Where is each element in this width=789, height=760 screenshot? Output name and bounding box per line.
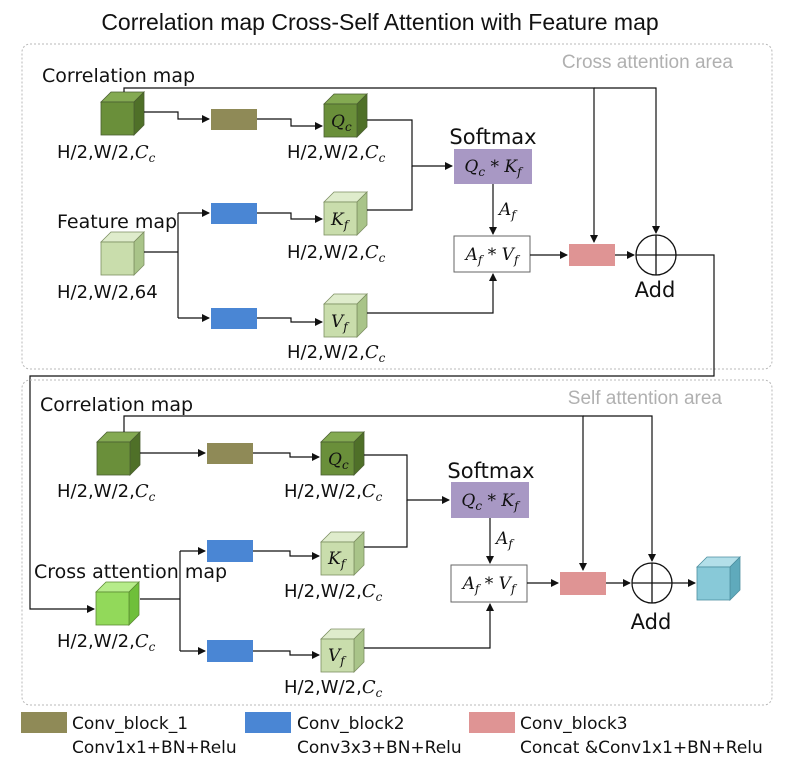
output-cube xyxy=(696,556,741,601)
self-conv-block-2-v xyxy=(207,640,253,662)
self-v-dim: H/2,W/2,Cc xyxy=(284,677,383,700)
self-softmax-box xyxy=(451,482,529,518)
self-area-border xyxy=(21,379,773,706)
self-a-label: Af xyxy=(494,529,515,551)
legend-desc-conv1: Conv1x1+BN+Relu xyxy=(72,738,237,758)
legend-swatch-conv1 xyxy=(21,712,67,733)
legend-swatch-conv2 xyxy=(245,712,291,733)
self-correlation-label: Correlation map xyxy=(40,394,193,416)
cross-feature-dim: H/2,W/2,64 xyxy=(57,282,158,303)
self-cross-label: Cross attention map xyxy=(34,561,227,583)
cross-v-dim: H/2,W/2,Cc xyxy=(287,342,386,365)
cross-softmax-expr: Qc * Kf xyxy=(464,157,524,179)
self-add-node xyxy=(631,562,673,604)
legend: Conv_block_1 Conv1x1+BN+Relu Conv_block2… xyxy=(21,712,763,758)
cross-add-label: Add xyxy=(635,278,676,302)
self-q-dim: H/2,W/2,Cc xyxy=(284,481,383,504)
cross-correlation-label: Correlation map xyxy=(42,65,195,87)
self-add-label: Add xyxy=(631,610,672,634)
cross-conv-block-1 xyxy=(211,109,257,130)
cross-area-label: Cross attention area xyxy=(562,52,734,73)
legend-desc-conv3: Concat &Conv1x1+BN+Relu xyxy=(520,738,763,758)
cross-attention-area: Cross attention area Correlation map Fea… xyxy=(21,43,773,613)
cross-q-cube xyxy=(323,93,368,138)
self-softmax-expr: Qc * Kf xyxy=(461,491,521,513)
cross-correlation-cube xyxy=(100,91,145,136)
self-conv-block-2-k xyxy=(207,540,253,562)
self-wires xyxy=(123,415,696,659)
self-cross-cube xyxy=(95,581,140,626)
cross-q-dim: H/2,W/2,Cc xyxy=(287,142,386,165)
self-k-cube xyxy=(320,531,365,576)
cross-feature-cube xyxy=(100,231,145,276)
self-q-cube xyxy=(320,431,365,476)
cross-conv-block-2-v xyxy=(211,308,257,329)
legend-name-conv3: Conv_block3 xyxy=(520,714,628,734)
cross-wires xyxy=(29,87,715,613)
cross-k-dim: H/2,W/2,Cc xyxy=(287,242,386,265)
cross-conv-block-2-k xyxy=(211,203,257,224)
self-cross-dim: H/2,W/2,Cc xyxy=(57,631,156,654)
legend-name-conv1: Conv_block_1 xyxy=(72,714,188,734)
cross-av-expr: Af * Vf xyxy=(464,245,521,267)
cross-v-cube xyxy=(323,293,368,338)
cross-add-node xyxy=(635,234,677,276)
cross-softmax-box xyxy=(454,149,532,184)
diagram-title: Correlation map Cross-Self Attention wit… xyxy=(101,9,658,35)
self-av-box xyxy=(450,564,528,603)
self-correlation-dim: H/2,W/2,Cc xyxy=(57,481,156,504)
self-softmax-label: Softmax xyxy=(447,459,534,483)
cross-softmax-label: Softmax xyxy=(449,125,536,149)
self-correlation-cube xyxy=(96,431,141,476)
self-area-label: Self attention area xyxy=(568,388,723,409)
self-conv-block-3 xyxy=(560,572,606,595)
self-conv-block-1 xyxy=(207,443,253,464)
self-k-dim: H/2,W/2,Cc xyxy=(284,581,383,604)
legend-name-conv2: Conv_block2 xyxy=(297,714,405,734)
legend-desc-conv2: Conv3x3+BN+Relu xyxy=(297,738,462,758)
cross-correlation-dim: H/2,W/2,Cc xyxy=(57,142,156,165)
cross-feature-label: Feature map xyxy=(57,211,177,233)
cross-a-label: Af xyxy=(497,200,518,222)
cross-area-border xyxy=(21,43,773,370)
cross-conv-block-3 xyxy=(569,244,615,266)
self-v-cube xyxy=(320,628,365,673)
self-av-expr: Af * Vf xyxy=(461,574,518,596)
cross-k-cube xyxy=(323,191,368,236)
self-attention-area: Self attention area Correlation map Cros… xyxy=(21,379,773,706)
legend-swatch-conv3 xyxy=(469,712,515,733)
cross-av-box xyxy=(453,235,531,273)
